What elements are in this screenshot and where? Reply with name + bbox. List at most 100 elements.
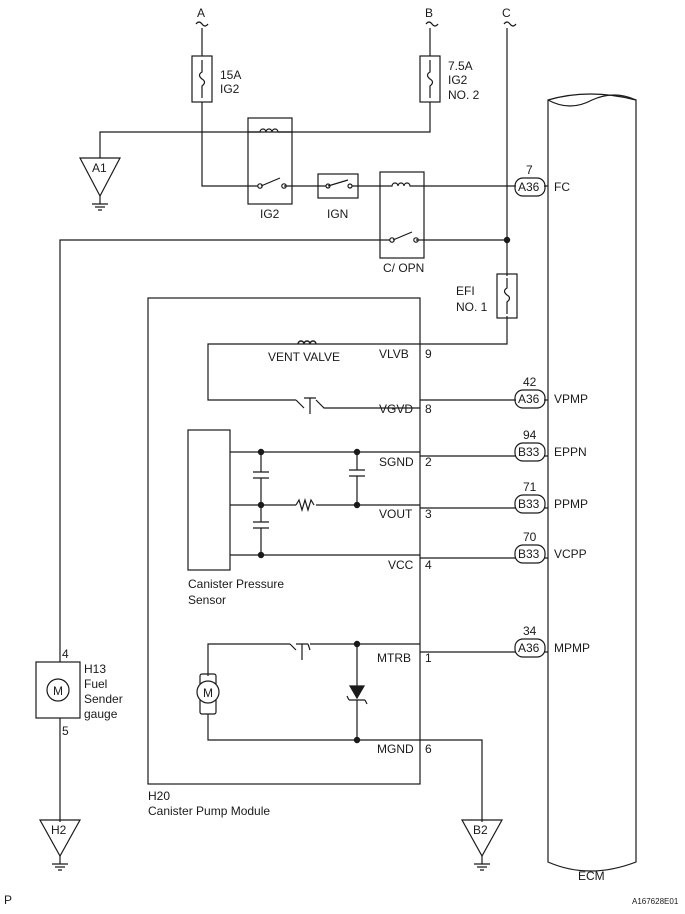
input-b-break xyxy=(425,21,439,27)
pin-num-3: 3 xyxy=(425,507,432,521)
gauge-motor-symbol: M xyxy=(53,684,63,698)
fuse-15a-rating: 15A xyxy=(220,68,241,82)
ecm-num-42: 42 xyxy=(523,375,537,389)
gauge-h13-body xyxy=(35,661,81,719)
connector-eppn xyxy=(514,442,546,462)
ecm-sig-ppmp: PPMP xyxy=(554,497,588,511)
input-c-label: C xyxy=(502,6,511,20)
fuse-efi-body xyxy=(496,273,518,319)
pin-name-mgnd: MGND xyxy=(377,742,414,756)
connector-vpmp xyxy=(514,389,546,409)
relay-copn-label: C/ OPN xyxy=(383,261,424,275)
ecm-sig-eppn: EPPN xyxy=(554,445,587,459)
sensor-resistor xyxy=(295,497,315,513)
footer-corner: P xyxy=(4,893,12,907)
vent-transistor xyxy=(295,397,420,414)
input-a-break xyxy=(195,21,209,27)
gauge-line3: Sender xyxy=(84,692,123,706)
fuse-15a-element xyxy=(198,60,206,98)
gauge-line4: gauge xyxy=(84,707,118,721)
relay-copn-box xyxy=(379,171,425,259)
relay-copn-coil xyxy=(380,182,424,187)
wire-c xyxy=(207,28,508,401)
relay-ig2-coil xyxy=(248,128,292,133)
fuse-75a-line2: IG2 xyxy=(448,73,468,87)
pressure-sensor-box xyxy=(187,429,231,571)
pump-transistor xyxy=(289,643,311,660)
ground-h2-triangle xyxy=(38,819,82,858)
footer-code: A167628E01 xyxy=(632,897,679,906)
ecm-conn-a36-mpmp: A36 xyxy=(518,641,540,655)
gauge-motor-circle xyxy=(46,678,70,702)
relay-copn-switch xyxy=(380,231,424,241)
ecm-num-70: 70 xyxy=(523,530,537,544)
ecm-sig-vpmp: VPMP xyxy=(554,392,588,406)
pin-name-vgvd: VGVD xyxy=(379,402,413,416)
ground-a1-triangle xyxy=(79,157,121,198)
pin-num-9: 9 xyxy=(425,347,432,361)
gauge-line2: Fuel xyxy=(84,677,107,691)
input-a-label: A xyxy=(197,6,205,20)
pin-num-1: 1 xyxy=(425,651,432,665)
ground-a1-symbol xyxy=(92,196,108,211)
fuse-15a-name: IG2 xyxy=(220,82,240,96)
ecm-sig-vcpp: VCPP xyxy=(554,547,587,561)
pump-circuit-top xyxy=(207,643,420,676)
pin-name-vcc: VCC xyxy=(388,558,414,572)
sensor-label-1: Canister Pressure xyxy=(188,577,284,591)
ground-h2-symbol xyxy=(52,856,68,871)
gauge-pin-bottom: 5 xyxy=(62,724,69,738)
ground-b2-symbol xyxy=(474,856,490,871)
module-h20-box xyxy=(147,297,421,785)
ecm-sig-fc: FC xyxy=(554,180,570,194)
gauge-pin-top: 4 xyxy=(62,647,69,661)
pump-motor-circle xyxy=(196,680,220,704)
pin-num-4: 4 xyxy=(425,558,432,572)
pin-name-sgnd: SGND xyxy=(379,455,414,469)
fuse-75a-rating: 7.5A xyxy=(448,59,473,73)
pin-name-vlvb: VLVB xyxy=(379,347,409,361)
ecm-conn-b33-ppmp: B33 xyxy=(518,497,540,511)
ecm-sig-mpmp: MPMP xyxy=(554,641,590,655)
ecm-num-34: 34 xyxy=(523,624,537,638)
wire-a xyxy=(201,28,248,187)
ecm-label: ECM xyxy=(578,869,605,883)
ecm-block xyxy=(547,93,637,872)
ecm-conn-a36-vpmp: A36 xyxy=(518,392,540,406)
vent-valve-coil xyxy=(297,340,317,345)
vent-valve-label: VENT VALVE xyxy=(268,350,340,364)
relay-ig2-switch xyxy=(248,177,292,187)
ground-b2-label: B2 xyxy=(473,823,488,837)
ecm-num-7: 7 xyxy=(526,163,533,177)
wire-gauge-feed xyxy=(59,239,380,662)
fuse-15a-body xyxy=(191,55,213,103)
fuse-75a-element xyxy=(426,60,434,98)
fuse-75a-body xyxy=(419,55,441,103)
relay-ig2-label: IG2 xyxy=(260,207,280,221)
pin-num-2: 2 xyxy=(425,455,432,469)
connector-vcpp xyxy=(514,544,546,564)
ground-b2-triangle xyxy=(460,819,504,858)
module-name: Canister Pump Module xyxy=(148,804,270,818)
connector-fc xyxy=(514,177,546,197)
ecm-num-71: 71 xyxy=(523,480,537,494)
fuse-efi-element xyxy=(503,278,511,314)
ecm-break-line xyxy=(547,94,637,107)
pin-name-vout: VOUT xyxy=(379,507,413,521)
pump-motor-symbol: M xyxy=(203,686,213,700)
ecm-conn-a36-fc: A36 xyxy=(518,180,540,194)
ground-h2-label: H2 xyxy=(51,823,67,837)
pin-num-6: 6 xyxy=(425,742,432,756)
sensor-label-2: Sensor xyxy=(188,593,226,607)
pin-num-8: 8 xyxy=(425,402,432,416)
gauge-code: H13 xyxy=(84,662,106,676)
ecm-conn-b33-eppn: B33 xyxy=(518,445,540,459)
relay-ig2-box xyxy=(247,117,293,205)
input-c-break xyxy=(503,21,517,27)
fuse-efi-line1: EFI xyxy=(456,284,475,298)
input-b-label: B xyxy=(425,6,433,20)
fuse-ign-element xyxy=(318,179,358,187)
ground-a1-label: A1 xyxy=(92,161,107,175)
pin-name-mtrb: MTRB xyxy=(377,651,411,665)
